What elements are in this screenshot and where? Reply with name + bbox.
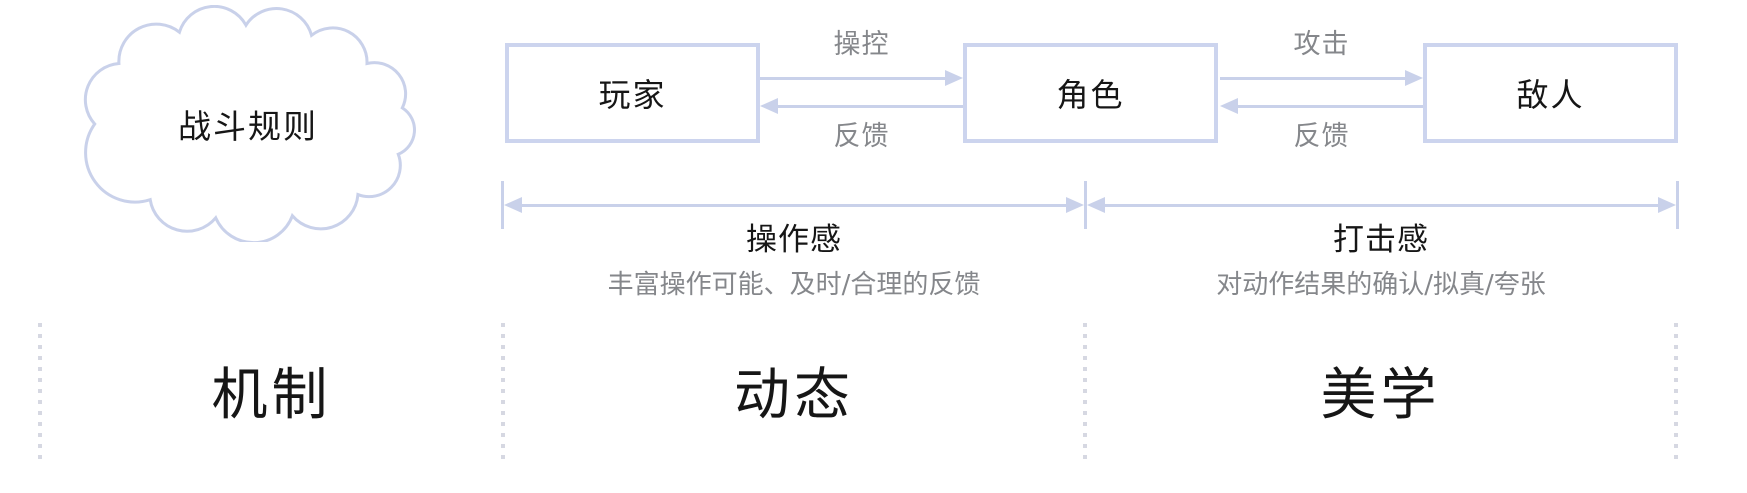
measure-control-feel-subtitle: 丰富操作可能、及时/合理的反馈 — [607, 270, 981, 300]
measure-impact-feel-title: 打击感 — [1333, 222, 1429, 258]
arrow-shaft — [1220, 76, 1405, 80]
measure-control-feel-title: 操作感 — [746, 222, 842, 258]
edge-label-attack: 攻击 — [1293, 29, 1350, 60]
dimension-tick-right — [1676, 181, 1679, 229]
section-label-aesthetics: 美学 — [1320, 362, 1441, 428]
edge-label-feedback-1: 反馈 — [833, 121, 890, 152]
dimension-arrow-impact-feel-icon — [1087, 197, 1676, 213]
arrowhead-left-icon — [1087, 197, 1105, 213]
section-label-mechanics: 机制 — [211, 362, 332, 428]
dotted-divider-1 — [38, 323, 42, 464]
dotted-divider-2 — [501, 323, 505, 464]
dotted-divider-4 — [1674, 323, 1678, 464]
measure-impact-feel-subtitle: 对动作结果的确认/拟真/夸张 — [1216, 270, 1546, 300]
measure-impact-feel: 打击感 对动作结果的确认/拟真/夸张 — [1085, 220, 1677, 300]
arrowhead-left-icon — [760, 98, 778, 114]
edge-label-control: 操控 — [833, 29, 890, 60]
dimension-tick-middle — [1084, 181, 1087, 229]
dimension-shaft — [522, 203, 1066, 207]
dimension-arrow-control-feel-icon — [504, 197, 1084, 213]
box-player: 玩家 — [505, 43, 760, 143]
arrow-shaft — [778, 104, 963, 108]
box-character-label: 角色 — [1056, 76, 1125, 114]
box-enemy-label: 敌人 — [1516, 76, 1585, 114]
arrowhead-right-icon — [945, 70, 963, 86]
box-character: 角色 — [963, 43, 1218, 143]
cloud-shape-icon — [83, 5, 416, 242]
arrow-shaft — [760, 76, 945, 80]
arrow-shaft — [1238, 104, 1423, 108]
box-enemy: 敌人 — [1423, 43, 1678, 143]
dimension-shaft — [1105, 203, 1658, 207]
arrowhead-left-icon — [1220, 98, 1238, 114]
arrow-feedback2-left-icon — [1220, 98, 1423, 114]
cloud-label: 战斗规则 — [178, 106, 318, 146]
arrowhead-left-icon — [504, 197, 522, 213]
arrowhead-right-icon — [1658, 197, 1676, 213]
arrow-feedback-left-icon — [760, 98, 963, 114]
section-label-dynamics: 动态 — [734, 362, 854, 428]
dimension-tick-left — [501, 181, 504, 229]
measure-control-feel: 操作感 丰富操作可能、及时/合理的反馈 — [502, 220, 1086, 300]
arrow-attack-right-icon — [1220, 70, 1423, 86]
arrowhead-right-icon — [1066, 197, 1084, 213]
edge-label-feedback-2: 反馈 — [1293, 121, 1350, 152]
arrowhead-right-icon — [1405, 70, 1423, 86]
box-player-label: 玩家 — [598, 76, 667, 114]
arrow-control-right-icon — [760, 70, 963, 86]
dotted-divider-3 — [1083, 323, 1087, 464]
